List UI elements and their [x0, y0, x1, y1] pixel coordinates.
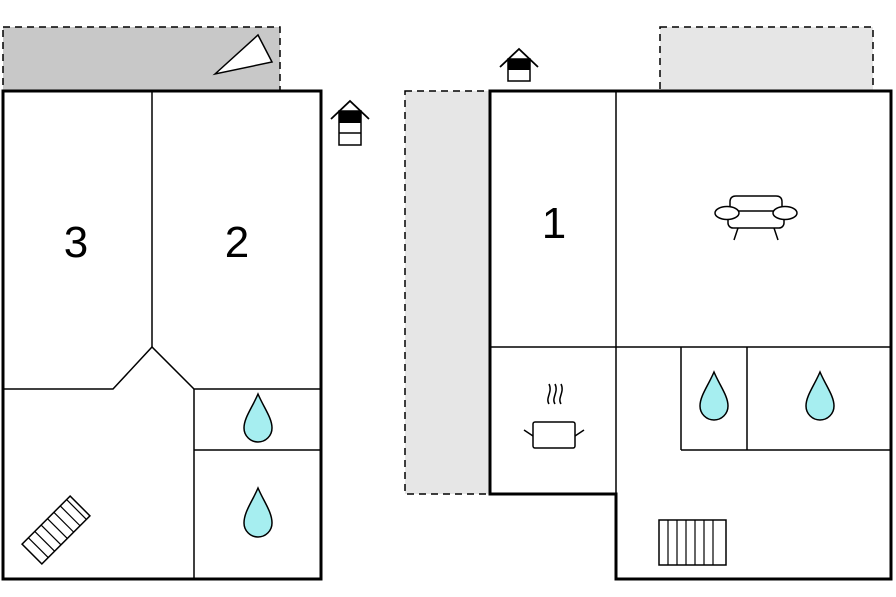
terrace-marker-icon — [212, 33, 274, 76]
left-floor-walls — [3, 91, 321, 579]
room-number-1: 1 — [542, 199, 566, 248]
bathroom-drop-icon — [243, 392, 273, 443]
right-floor-walls — [490, 91, 891, 494]
bathroom-drop-icon — [243, 486, 273, 538]
right-floor-outline — [488, 89, 893, 581]
sofa-icon — [714, 195, 798, 241]
entrance-house-icon — [499, 47, 539, 82]
terrace-side — [404, 90, 491, 495]
left-floor: 3 2 — [1, 26, 370, 581]
right-floor: 1 — [404, 26, 893, 581]
stairs-icon — [658, 519, 727, 566]
cooking-pot-icon — [523, 383, 585, 449]
left-floor-outline — [1, 89, 323, 581]
entrance-house-icon — [330, 99, 370, 146]
room-number-3: 3 — [64, 218, 88, 267]
bathroom-drop-icon — [805, 370, 835, 421]
room-number-2: 2 — [225, 218, 249, 267]
terrace-top-right — [659, 26, 874, 92]
stairs-icon — [20, 494, 92, 566]
bathroom-drop-icon — [699, 370, 729, 421]
